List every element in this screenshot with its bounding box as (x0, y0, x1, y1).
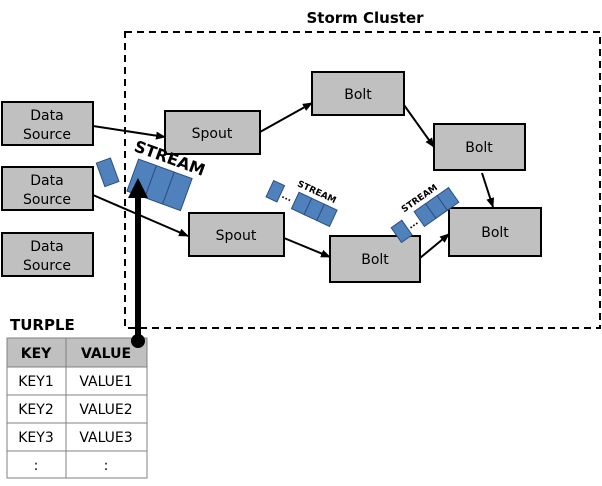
edge-bolt1-bolt2 (403, 104, 435, 148)
tuple-pointer-dot (131, 334, 145, 348)
data-source-label-line2: Source (23, 127, 71, 143)
tuple-table-title: TURPLE (10, 316, 75, 334)
edge-spout2-bolt3 (283, 237, 331, 258)
bolt-label: Bolt (344, 87, 372, 103)
edge-source1-spout1 (92, 125, 166, 140)
stream-small-2: ... STREAM (390, 183, 460, 244)
tuple-cell-value: VALUE1 (79, 374, 132, 390)
tuple-cell-value: VALUE2 (79, 402, 132, 418)
bolt-node-1: Bolt (311, 71, 405, 116)
tuple-cell-key: KEY1 (18, 374, 54, 390)
stream-main: STREAM (126, 137, 208, 212)
bolt-label: Bolt (361, 252, 389, 268)
bolt-label: Bolt (465, 140, 493, 156)
storm-cluster-boundary (124, 31, 601, 329)
data-source-node-2: Data Source (1, 166, 94, 211)
bolt-node-3: Bolt (329, 235, 421, 283)
tuple-packet (95, 157, 120, 188)
spout-label: Spout (192, 126, 233, 142)
edge-bolt3-bolt4 (419, 233, 450, 259)
tuple-header-key: KEY (21, 346, 52, 362)
data-source-label-line1: Data (30, 239, 63, 255)
data-source-label-line2: Source (23, 258, 71, 274)
tuple-cell-key: KEY3 (18, 430, 54, 446)
data-source-node-1: Data Source (1, 101, 94, 146)
tuple-cell-key: : (34, 458, 39, 474)
bolt-label: Bolt (481, 225, 509, 241)
tuple-pointer-arrowhead (128, 178, 148, 198)
data-source-label-line2: Source (23, 192, 71, 208)
bolt-node-4: Bolt (448, 207, 542, 257)
spout-label: Spout (216, 228, 257, 244)
data-source-label-line1: Data (30, 173, 63, 189)
tuple-header-value: VALUE (81, 346, 131, 362)
cluster-title: Storm Cluster (306, 9, 424, 27)
spout-node-1: Spout (164, 110, 261, 155)
edge-bolt2-bolt4 (481, 172, 495, 208)
bolt-node-2: Bolt (433, 123, 526, 171)
stream-dots: ... (406, 217, 420, 231)
tuple-table: KEY VALUE KEY1 VALUE1 KEY2 VALUE2 KEY3 V… (6, 337, 148, 479)
spout-node-2: Spout (188, 212, 285, 257)
tuple-cell-value: : (104, 458, 109, 474)
data-source-node-3: Data Source (1, 232, 94, 277)
edge-spout1-bolt1 (259, 102, 313, 133)
tuple-cell-key: KEY2 (18, 402, 54, 418)
stream-dots: ... (280, 191, 294, 204)
tuple-cell-value: VALUE3 (79, 430, 132, 446)
data-source-label-line1: Data (30, 108, 63, 124)
